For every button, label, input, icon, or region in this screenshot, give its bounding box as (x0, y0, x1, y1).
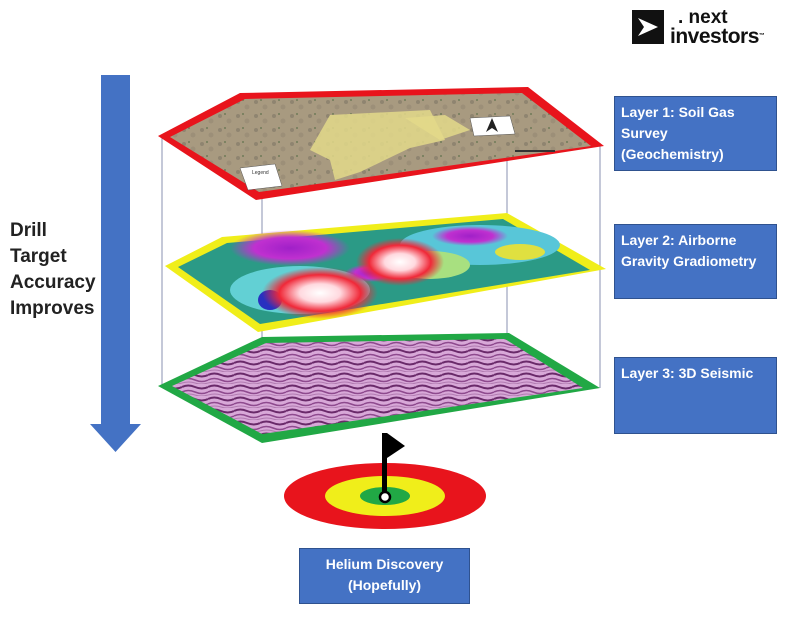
layer-1-map-plane: Legend (158, 87, 604, 200)
play-arrow-icon (632, 10, 664, 44)
helium-discovery-label: Helium Discovery (Hopefully) (325, 556, 444, 593)
layer-3-label-box: Layer 3: 3D Seismic (614, 357, 777, 434)
map-legend-box (239, 163, 283, 191)
layer-1-title: Layer 1: Soil Gas Survey (Geochemistry) (621, 104, 735, 162)
logo-line-2: investors (670, 25, 759, 48)
map-scale-bar (515, 150, 555, 152)
layer-3-title: Layer 3: 3D Seismic (621, 365, 754, 381)
flag-icon (378, 433, 405, 504)
drill-target-accuracy-label: Drill Target Accuracy Improves (10, 218, 120, 322)
map-legend-title: Legend (252, 170, 269, 176)
next-investors-logo: . next investors™ (632, 7, 782, 50)
layer-1-label-box: Layer 1: Soil Gas Survey (Geochemistry) (614, 96, 777, 171)
arrow-label-line: Accuracy (10, 272, 96, 293)
layer-3-seismic-plane (158, 333, 600, 443)
layer-2-title: Layer 2: Airborne Gravity Gradiometry (621, 232, 757, 269)
logo-line-1: . next (678, 7, 728, 28)
logo-wordmark: . next investors™ (670, 7, 765, 48)
down-arrow (90, 75, 141, 452)
helium-discovery-box: Helium Discovery (Hopefully) (299, 548, 470, 604)
arrow-label-line: Improves (10, 298, 95, 319)
layer-2-label-box: Layer 2: Airborne Gravity Gradiometry (614, 224, 777, 299)
layer-2-gravity-plane (165, 213, 606, 332)
logo-trademark: ™ (758, 33, 765, 39)
arrow-label-line: Drill (10, 220, 47, 241)
arrow-label-line: Target (10, 246, 67, 267)
north-arrow-icon (486, 118, 498, 132)
